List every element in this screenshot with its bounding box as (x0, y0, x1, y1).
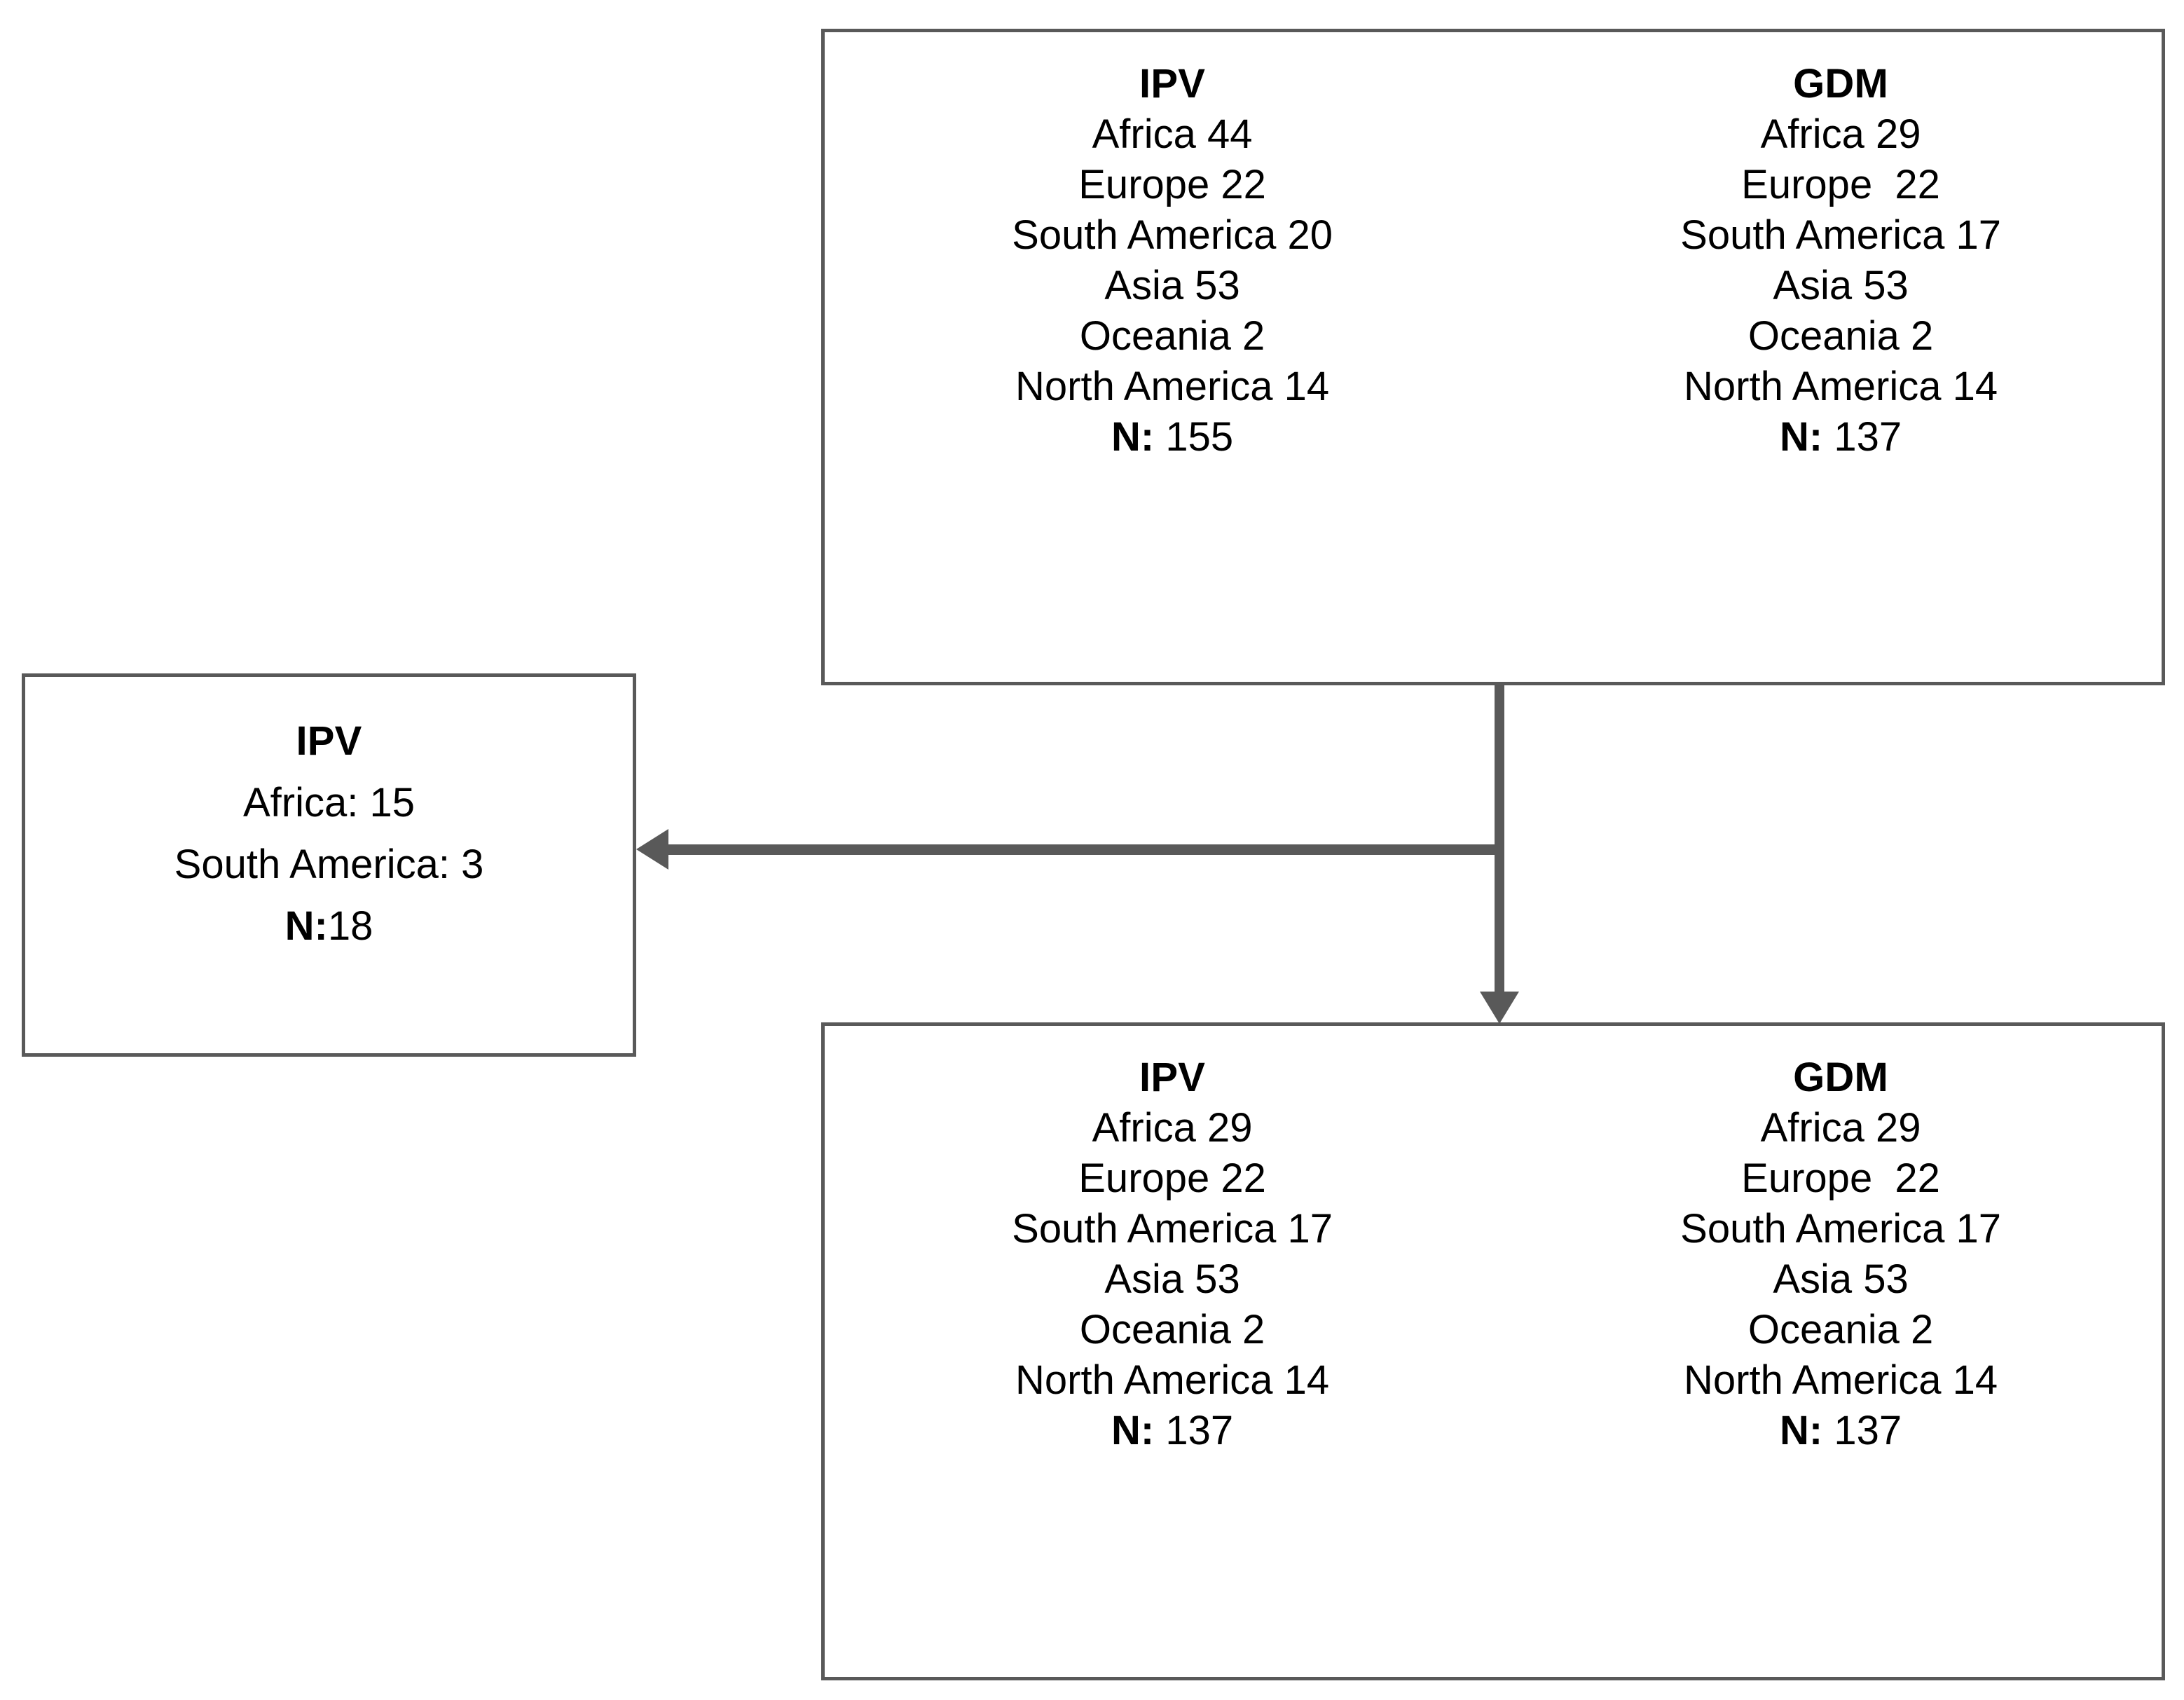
top-box-gdm-header: GDM (1793, 61, 1889, 107)
top-node-box: IPV Africa 44 Europe 22 South America 20… (821, 29, 2165, 685)
bottom-box-gdm-row-africa: Africa 29 (1760, 1105, 1921, 1151)
connector-line-vertical (1495, 683, 1504, 1002)
top-box-gdm-total-label: N: (1780, 414, 1823, 460)
top-box-gdm-row-north-america: North America 14 (1684, 364, 1998, 409)
bottom-box-gdm-column: GDM Africa 29 Europe 22 South America 17… (1520, 1053, 2162, 1456)
bottom-box-ipv-header: IPV (1139, 1055, 1206, 1100)
top-box-ipv-total-label: N: (1111, 414, 1155, 460)
left-box-header: IPV (296, 718, 362, 764)
bottom-box-gdm-row-asia: Asia 53 (1773, 1256, 1909, 1302)
left-box-total-label: N: (284, 903, 328, 949)
bottom-box-gdm-row-north-america: North America 14 (1684, 1357, 1998, 1403)
bottom-box-gdm-total-value: 137 (1822, 1408, 1902, 1453)
bottom-box-gdm-row-europe: Europe 22 (1741, 1156, 1940, 1201)
bottom-box-gdm-row-south-america: South America 17 (1680, 1206, 2001, 1252)
top-box-ipv-total: N: 155 (825, 412, 1520, 462)
bottom-box-ipv-row-africa: Africa 29 (1092, 1105, 1253, 1151)
top-box-gdm-row-asia: Asia 53 (1773, 263, 1909, 308)
top-box-ipv-header: IPV (1139, 61, 1206, 107)
top-box-gdm-row-south-america: South America 17 (1680, 212, 2001, 258)
bottom-box-ipv-total-label: N: (1111, 1408, 1155, 1453)
top-box-ipv-column: IPV Africa 44 Europe 22 South America 20… (825, 59, 1520, 462)
bottom-box-columns: IPV Africa 29 Europe 22 South America 17… (825, 1053, 2162, 1456)
bottom-box-ipv-total: N: 137 (825, 1406, 1520, 1456)
left-box-total: N:18 (25, 896, 633, 957)
bottom-box-ipv-row-oceania: Oceania 2 (1079, 1307, 1265, 1352)
bottom-box-ipv-row-asia: Asia 53 (1104, 1256, 1240, 1302)
bottom-box-gdm-header: GDM (1793, 1055, 1889, 1100)
top-box-gdm-total-value: 137 (1822, 414, 1902, 460)
bottom-box-gdm-total: N: 137 (1520, 1406, 2162, 1456)
top-box-ipv-row-asia: Asia 53 (1104, 263, 1240, 308)
top-box-gdm-row-oceania: Oceania 2 (1747, 313, 1934, 359)
left-box-content: IPV Africa: 15 South America: 3 N:18 (25, 711, 633, 957)
bottom-box-ipv-column: IPV Africa 29 Europe 22 South America 17… (825, 1053, 1520, 1456)
top-box-ipv-row-south-america: South America 20 (1012, 212, 1333, 258)
top-box-gdm-column: GDM Africa 29 Europe 22 South America 17… (1520, 59, 2162, 462)
bottom-box-gdm-row-oceania: Oceania 2 (1747, 1307, 1934, 1352)
bottom-box-ipv-total-value: 137 (1154, 1408, 1234, 1453)
left-box-row-africa: Africa: 15 (243, 780, 415, 825)
top-box-gdm-row-europe: Europe 22 (1741, 162, 1940, 207)
arrow-down-icon (1480, 992, 1519, 1024)
top-box-ipv-row-oceania: Oceania 2 (1079, 313, 1265, 359)
top-box-ipv-row-europe: Europe 22 (1078, 162, 1266, 207)
top-box-gdm-total: N: 137 (1520, 412, 2162, 462)
top-box-gdm-row-africa: Africa 29 (1760, 111, 1921, 157)
top-box-columns: IPV Africa 44 Europe 22 South America 20… (825, 59, 2162, 462)
bottom-box-ipv-row-europe: Europe 22 (1078, 1156, 1266, 1201)
top-box-ipv-row-africa: Africa 44 (1092, 111, 1253, 157)
top-box-ipv-row-north-america: North America 14 (1015, 364, 1330, 409)
left-node-box: IPV Africa: 15 South America: 3 N:18 (22, 673, 636, 1057)
bottom-box-gdm-total-label: N: (1780, 1408, 1823, 1453)
left-box-row-south-america: South America: 3 (174, 842, 484, 887)
connector-line-horizontal (659, 844, 1499, 855)
bottom-node-box: IPV Africa 29 Europe 22 South America 17… (821, 1022, 2165, 1680)
left-box-total-value: 18 (327, 903, 373, 949)
bottom-box-ipv-row-north-america: North America 14 (1015, 1357, 1330, 1403)
arrow-left-icon (636, 829, 668, 870)
bottom-box-ipv-row-south-america: South America 17 (1012, 1206, 1333, 1252)
top-box-ipv-total-value: 155 (1154, 414, 1234, 460)
